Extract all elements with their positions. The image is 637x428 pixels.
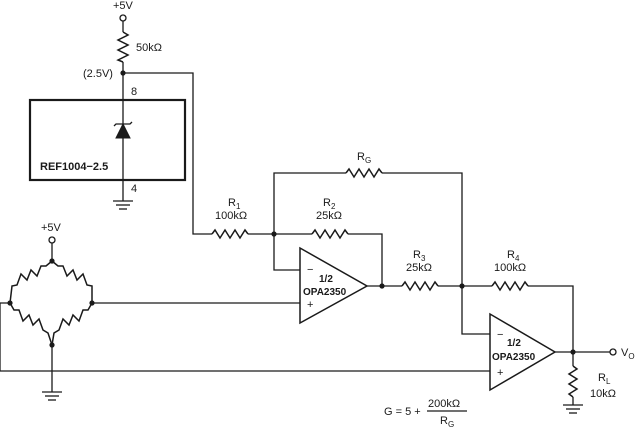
ref1004-box <box>28 98 187 182</box>
ref-part-label: REF1004−2.5 <box>40 161 108 173</box>
opamp-1 <box>299 246 369 325</box>
r4-label: R4 <box>507 249 520 263</box>
rl-label: RL <box>598 372 611 386</box>
rg-label: RG <box>357 151 371 165</box>
r2-label: R2 <box>323 197 336 211</box>
rl-value: 10kΩ <box>590 388 616 400</box>
opamp-2-plus: + <box>497 367 503 379</box>
ground-symbol-rl <box>563 404 583 414</box>
resistor-r1 <box>211 228 249 240</box>
ref-pin-top: 8 <box>131 86 137 98</box>
opamp-2-frac: 1/2 <box>507 338 521 349</box>
output-label: VO <box>621 347 635 361</box>
r2-value: 25kΩ <box>316 210 342 222</box>
r1-label: R1 <box>228 197 241 211</box>
r3-value: 25kΩ <box>406 262 432 274</box>
supply-terminal-bridge <box>48 236 56 244</box>
opamp-1-part: OPA2350 <box>303 287 347 298</box>
supply-label-top: +5V <box>113 0 134 12</box>
gain-numerator: 200kΩ <box>428 398 460 410</box>
ref-pin-bottom: 4 <box>131 183 137 195</box>
ground-symbol-bridge <box>42 391 62 401</box>
ref-node-voltage: (2.5V) <box>83 68 113 80</box>
resistor-50k-value: 50kΩ <box>136 42 162 54</box>
r1-value: 100kΩ <box>215 210 247 222</box>
ground-symbol-ref <box>113 200 133 210</box>
gain-prefix: G = 5 + <box>384 406 421 418</box>
resistor-rg <box>345 167 383 179</box>
opamp-2-minus: − <box>497 329 503 341</box>
zener-diode-symbol <box>115 122 131 139</box>
supply-terminal-top <box>119 14 127 22</box>
gain-equation: G = 5 + 200kΩ RG <box>384 398 467 428</box>
gain-denominator: RG <box>440 415 454 428</box>
resistor-r2 <box>311 228 349 240</box>
r3-label: R3 <box>413 249 426 263</box>
opamp-1-plus: + <box>307 299 313 311</box>
resistor-rl <box>567 365 579 398</box>
r4-value: 100kΩ <box>494 262 526 274</box>
resistor-r4 <box>491 280 529 292</box>
bridge-resistors <box>9 260 93 346</box>
resistor-r3 <box>401 280 439 292</box>
supply-label-bridge: +5V <box>41 222 62 234</box>
opamp-1-minus: − <box>307 264 313 276</box>
opamp-2 <box>489 312 557 392</box>
resistor-50k <box>116 31 130 63</box>
output-terminal <box>609 348 617 356</box>
opamp-2-part: OPA2350 <box>492 352 536 363</box>
opamp-1-frac: 1/2 <box>319 274 333 285</box>
